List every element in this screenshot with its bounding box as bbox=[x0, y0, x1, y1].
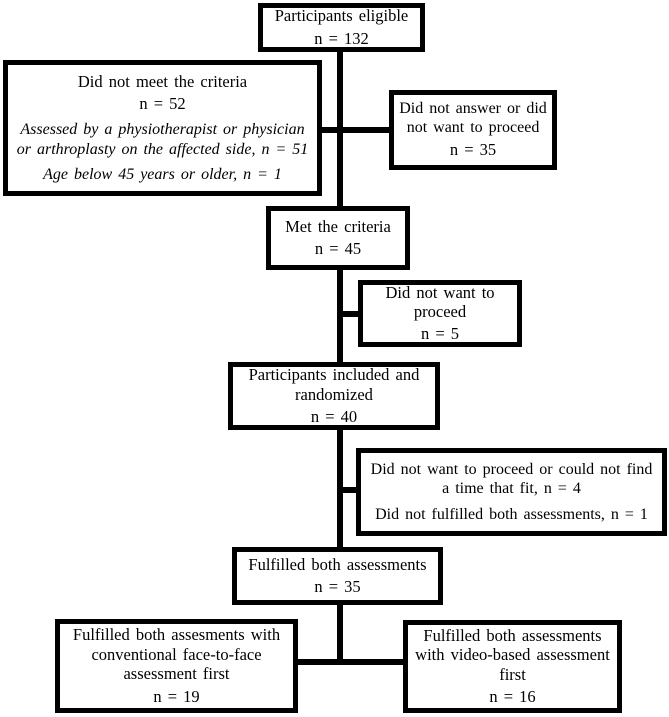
box-title: Did not want to proceed bbox=[385, 282, 495, 322]
box-count: n = 19 bbox=[153, 686, 200, 706]
box-title: Participants eligible bbox=[274, 6, 409, 26]
box-count: n = 52 bbox=[139, 94, 186, 114]
flow-box-fulfilled-both-assessments: Fulfilled both assessments n = 35 bbox=[232, 547, 443, 605]
flow-box-dropouts-after-randomization: Did not want to proceed or could not fin… bbox=[356, 448, 667, 536]
box-count: n = 5 bbox=[420, 324, 460, 344]
box-reason: Did not want to proceed or could not fin… bbox=[370, 461, 653, 498]
box-reason: Did not fulfilled both assessments, n = … bbox=[375, 505, 648, 523]
box-count: n = 40 bbox=[310, 406, 358, 426]
box-count: n = 16 bbox=[489, 687, 536, 707]
flow-box-did-not-answer: Did not answer or did not want to procee… bbox=[389, 90, 557, 170]
connector-fulfilled-to-arms bbox=[337, 601, 343, 665]
box-title: Did not answer or did not want to procee… bbox=[399, 99, 547, 136]
box-reason: Age below 45 years or older, n = 1 bbox=[43, 165, 282, 183]
flow-box-participants-eligible: Participants eligible n = 132 bbox=[258, 3, 425, 52]
connector-arms-split bbox=[296, 659, 405, 665]
flow-box-met-criteria: Met the criteria n = 45 bbox=[266, 206, 410, 270]
connector-not-proceed-branch bbox=[340, 311, 360, 317]
flow-box-face-to-face-first-arm: Fulfilled both assesments with conventio… bbox=[55, 619, 298, 713]
box-title: Fulfilled both assesments with conventio… bbox=[72, 625, 281, 684]
flow-box-included-randomized: Participants included and randomized n =… bbox=[228, 362, 440, 430]
box-title: Met the criteria bbox=[285, 216, 391, 236]
flow-box-did-not-want-to-proceed: Did not want to proceed n = 5 bbox=[358, 280, 522, 347]
box-title: Fulfilled both assessments bbox=[248, 554, 427, 574]
box-count: n = 45 bbox=[314, 239, 362, 259]
box-count: n = 35 bbox=[314, 577, 361, 597]
connector-dropout-branch bbox=[340, 487, 358, 493]
box-title: Participants included and randomized bbox=[248, 365, 420, 404]
box-reason: Assessed by a physiotherapist or physici… bbox=[16, 121, 309, 158]
box-count: n = 35 bbox=[449, 140, 497, 160]
box-count: n = 132 bbox=[314, 28, 369, 48]
flow-box-did-not-meet-criteria: Did not meet the criteria n = 52 Assesse… bbox=[3, 60, 322, 196]
box-title: Did not meet the criteria bbox=[77, 72, 248, 91]
box-title: Fulfilled both assessments with video-ba… bbox=[415, 625, 610, 684]
flow-box-video-based-first-arm: Fulfilled both assessments with video-ba… bbox=[403, 620, 622, 713]
connector-exclusions-branch bbox=[318, 127, 392, 133]
